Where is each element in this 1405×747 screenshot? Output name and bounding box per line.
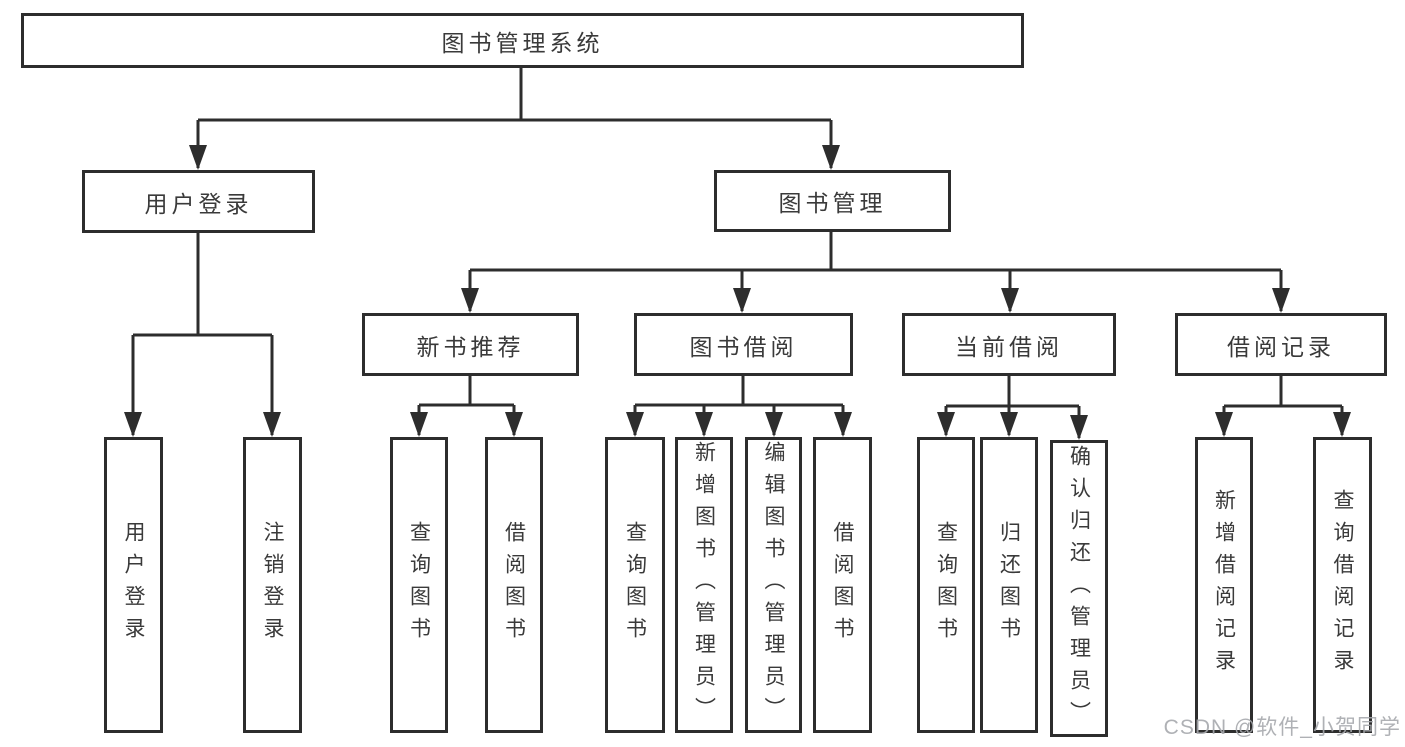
leaf-user-login-label: 用户登录	[122, 521, 145, 649]
node-section-current-borrowing-label: 当前借阅	[955, 333, 1063, 360]
node-section-book-borrowing: 图书借阅	[634, 313, 853, 376]
node-section-borrow-records: 借阅记录	[1175, 313, 1387, 376]
leaf-add-borrow-record: 新增借阅记录	[1195, 437, 1253, 733]
leaf-confirm-return-admin-label: 确认归还（管理员）	[1067, 444, 1091, 733]
node-section-new-books: 新书推荐	[362, 313, 579, 376]
node-book-mgmt: 图书管理	[714, 170, 951, 232]
leaf-add-books-admin-label: 新增图书（管理员）	[692, 441, 716, 729]
leaf-query-books-current-label: 查询图书	[934, 521, 958, 649]
arrowheads	[124, 145, 1351, 440]
leaf-return-books-label: 归还图书	[997, 521, 1021, 649]
connector-bookmgmt-to-sections	[468, 232, 1283, 311]
leaf-add-borrow-record-label: 新增借阅记录	[1212, 489, 1236, 681]
leaf-borrow-books-recommend: 借阅图书	[485, 437, 543, 733]
leaf-edit-books-admin-label: 编辑图书（管理员）	[762, 441, 785, 729]
connector-records-to-leaves	[1222, 376, 1344, 435]
leaf-add-books-admin: 新增图书（管理员）	[675, 437, 733, 733]
leaf-query-borrow-record-label: 查询借阅记录	[1331, 489, 1354, 681]
connector-borrowing-to-leaves	[633, 376, 845, 435]
connector-userlogin-to-leaves	[131, 233, 274, 435]
connector-current-to-leaves	[944, 376, 1081, 438]
leaf-query-books-current: 查询图书	[917, 437, 975, 733]
node-section-new-books-label: 新书推荐	[416, 333, 525, 360]
leaf-query-books-recommend-label: 查询图书	[407, 521, 431, 649]
csdn-watermark: CSDN @软件_小贺同学	[1163, 716, 1401, 739]
node-user-login: 用户登录	[82, 170, 315, 233]
node-root: 图书管理系统	[21, 13, 1024, 68]
leaf-query-books-borrowing-label: 查询图书	[623, 521, 647, 649]
node-root-label: 图书管理系统	[441, 29, 604, 56]
connector-root-to-level2	[196, 68, 833, 168]
leaf-return-books: 归还图书	[980, 437, 1038, 733]
leaf-query-books-borrowing: 查询图书	[605, 437, 665, 733]
leaf-edit-books-admin: 编辑图书（管理员）	[745, 437, 802, 733]
node-user-login-label: 用户登录	[144, 190, 253, 217]
node-book-mgmt-label: 图书管理	[778, 190, 887, 216]
leaf-user-login: 用户登录	[104, 437, 163, 733]
leaf-borrow-books-borrowing-label: 借阅图书	[831, 521, 854, 649]
node-section-current-borrowing: 当前借阅	[902, 313, 1116, 376]
leaf-confirm-return-admin: 确认归还（管理员）	[1050, 440, 1108, 737]
leaf-logout: 注销登录	[243, 437, 302, 733]
leaf-query-books-recommend: 查询图书	[390, 437, 448, 733]
leaf-query-borrow-record: 查询借阅记录	[1313, 437, 1372, 733]
connector-newbooks-to-leaves	[417, 376, 516, 435]
node-section-borrow-records-label: 借阅记录	[1227, 333, 1335, 360]
node-section-book-borrowing-label: 图书借阅	[689, 333, 798, 360]
leaf-logout-label: 注销登录	[261, 521, 284, 649]
leaf-borrow-books-borrowing: 借阅图书	[813, 437, 872, 733]
leaf-borrow-books-recommend-label: 借阅图书	[502, 521, 526, 649]
